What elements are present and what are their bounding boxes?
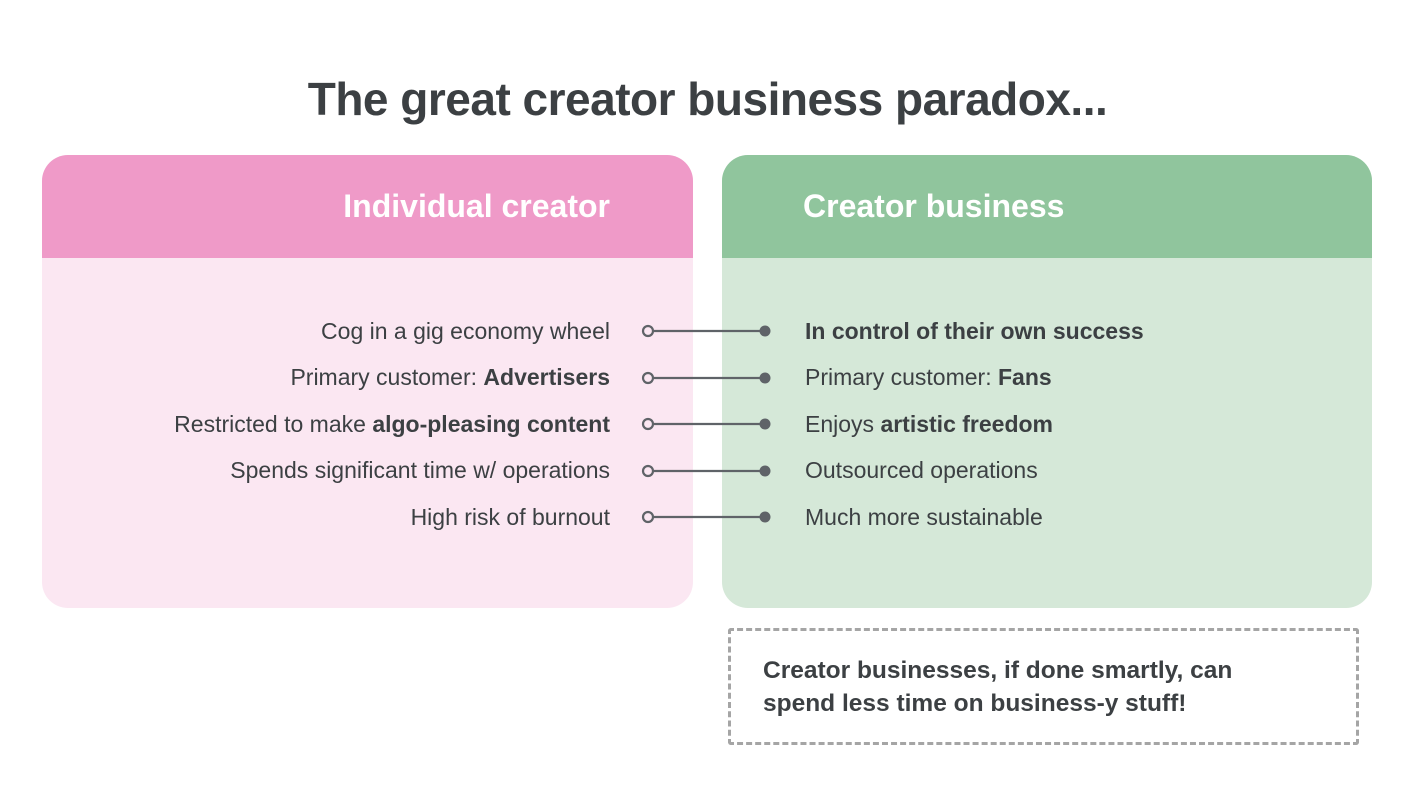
creator-business-item: Outsourced operations (805, 457, 1038, 484)
individual-creator-item: Cog in a gig economy wheel (321, 317, 610, 344)
filled-dot-endpoint-icon (759, 418, 771, 430)
open-circle-endpoint-icon (641, 371, 655, 384)
open-circle-endpoint-icon (641, 464, 655, 477)
connector-line (641, 418, 771, 431)
individual-creator-item: Restricted to make algo-pleasing content (174, 410, 610, 437)
filled-dot-endpoint-icon (759, 465, 771, 477)
comparison-row: Primary customer: Advertisers Primary cus… (42, 355, 1372, 402)
callout-text-line: Creator businesses, if done smartly, can (763, 656, 1233, 684)
filled-dot-endpoint-icon (759, 511, 771, 523)
creator-business-item: Much more sustainable (805, 503, 1043, 530)
connector-line (641, 511, 771, 524)
connector-line (641, 371, 771, 384)
callout-text-line: spend less time on business-y stuff! (763, 689, 1187, 717)
comparison-row: Cog in a gig economy wheel In control of … (42, 308, 1372, 355)
filled-dot-endpoint-icon (759, 325, 771, 337)
comparison-row: High risk of burnout Much more sustainabl… (42, 494, 1372, 541)
open-circle-endpoint-icon (641, 511, 655, 524)
individual-creator-item: Primary customer: Advertisers (290, 364, 610, 391)
comparison-rows: Cog in a gig economy wheel In control of … (42, 308, 1372, 541)
open-circle-endpoint-icon (641, 418, 655, 431)
comparison-row: Spends significant time w/ operations Out… (42, 448, 1372, 495)
individual-creator-item: High risk of burnout (410, 503, 610, 530)
open-circle-endpoint-icon (641, 325, 655, 338)
creator-business-item: In control of their own success (805, 317, 1144, 344)
page-title: The great creator business paradox... (307, 73, 1108, 125)
filled-dot-endpoint-icon (759, 372, 771, 384)
individual-creator-header: Individual creator (42, 155, 693, 258)
connector-line (641, 464, 771, 477)
creator-business-item: Enjoys artistic freedom (805, 410, 1053, 437)
individual-creator-panel: Individual creator (42, 155, 693, 608)
comparison-row: Restricted to make algo-pleasing content… (42, 401, 1372, 448)
creator-business-header: Creator business (722, 155, 1372, 258)
callout-text: Creator businesses, if done smartly, can… (763, 654, 1356, 720)
individual-creator-item: Spends significant time w/ operations (230, 457, 610, 484)
creator-business-item: Primary customer: Fans (805, 364, 1052, 391)
connector-line (641, 325, 771, 338)
creator-business-panel: Creator business (722, 155, 1372, 608)
callout-box: Creator businesses, if done smartly, can… (728, 628, 1359, 745)
